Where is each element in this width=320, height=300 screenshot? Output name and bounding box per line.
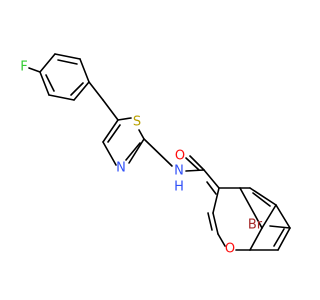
bond	[39, 71, 50, 96]
bond	[48, 94, 75, 101]
bond	[73, 81, 90, 101]
bond	[45, 74, 55, 92]
bond	[79, 58, 90, 83]
bond	[138, 129, 145, 140]
bond	[275, 204, 291, 229]
bond	[273, 228, 285, 247]
bond	[249, 187, 277, 206]
nitrogen-atom-label: N	[116, 161, 126, 176]
bond	[277, 227, 291, 251]
bond	[239, 187, 263, 229]
bond	[117, 117, 132, 121]
ring-oxygen-label: O	[225, 242, 235, 257]
bond	[28, 67, 41, 73]
bond	[203, 169, 220, 189]
bond	[102, 119, 119, 143]
bond	[125, 142, 141, 161]
bond	[217, 233, 226, 247]
bond	[212, 187, 220, 214]
bond	[88, 81, 104, 101]
bond	[39, 53, 56, 73]
bond	[143, 138, 173, 167]
fluorine-atom-label: F	[20, 60, 27, 75]
amide-nitrogen-label: N	[174, 164, 184, 179]
amide-hydrogen-label: H	[174, 180, 184, 195]
bond	[269, 225, 291, 229]
bond	[185, 169, 205, 172]
molecule-structure: F S N N H O O Br	[20, 53, 291, 257]
bond	[212, 212, 219, 235]
bond	[107, 124, 121, 143]
bond	[185, 157, 200, 171]
bond	[249, 227, 263, 251]
bond	[102, 99, 119, 121]
bond	[207, 212, 213, 231]
bond	[189, 155, 205, 171]
bond	[54, 53, 81, 60]
bond	[128, 138, 145, 164]
bromine-atom-label: Br	[248, 218, 263, 233]
bonds	[28, 53, 291, 251]
carbonyl-oxygen-label: O	[175, 149, 185, 164]
sulfur-atom-label: S	[133, 115, 141, 130]
atom-labels: F S N N H O O Br	[20, 60, 263, 257]
bond	[261, 204, 277, 229]
bond	[57, 59, 78, 65]
bond	[102, 141, 117, 166]
bond	[252, 192, 271, 207]
bond	[70, 82, 84, 96]
bond	[206, 181, 217, 195]
